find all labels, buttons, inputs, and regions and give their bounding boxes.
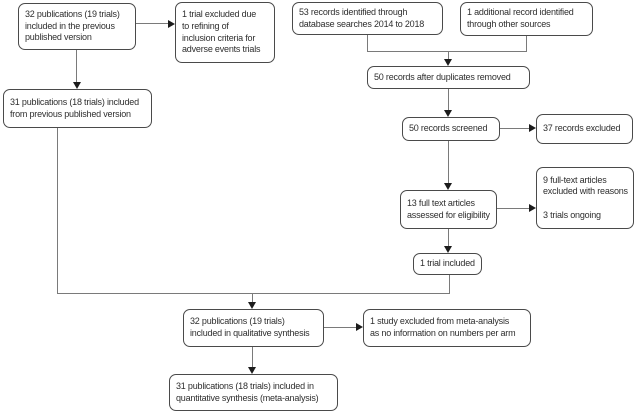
connector-prevpubs-previncluded	[76, 50, 77, 84]
connector-duplicates-screened	[448, 89, 449, 111]
arrowhead-down-icon	[248, 302, 256, 309]
node-records-screened-label: 50 records screened	[409, 123, 488, 134]
arrowhead-down-icon	[248, 367, 256, 374]
connector-qualitative-studyexcluded	[324, 327, 357, 328]
node-additional-record: 1 additional record identified through o…	[460, 2, 593, 36]
arrowhead-down-icon	[444, 59, 452, 66]
arrowhead-down-icon	[444, 110, 452, 117]
arrowhead-down-icon	[73, 82, 81, 89]
node-records-excluded: 37 records excluded	[536, 114, 633, 144]
connector-trialincluded-drop	[449, 275, 450, 294]
arrowhead-right-icon	[529, 124, 536, 132]
arrowhead-down-icon	[444, 183, 452, 190]
node-records-identified: 53 records identified through database s…	[292, 2, 443, 35]
arrowhead-right-icon	[356, 323, 363, 331]
connector-merge-horizontal	[367, 51, 527, 52]
node-records-excluded-label: 37 records excluded	[543, 123, 621, 134]
connector-fulltext-trialincluded	[448, 229, 449, 247]
connector-fulltext-excluded	[497, 208, 531, 209]
node-qualitative-synthesis: 32 publications (19 trials) included in …	[183, 309, 324, 347]
node-duplicates-removed: 50 records after duplicates removed	[367, 66, 530, 89]
node-records-identified-label: 53 records identified through database s…	[299, 6, 425, 29]
connector-additional-drop	[526, 36, 527, 52]
connector-qualitative-quantitative	[252, 347, 253, 368]
node-fulltext-assessed: 13 full text articles assessed for eligi…	[400, 190, 497, 229]
connector-bottom-merge-horizontal	[57, 293, 450, 294]
node-qualitative-synthesis-label: 32 publications (19 trials) included in …	[190, 316, 310, 338]
node-duplicates-removed-label: 50 records after duplicates removed	[374, 71, 511, 82]
node-previous-publications-label: 32 publications (19 trials) included in …	[25, 8, 120, 43]
node-records-screened: 50 records screened	[402, 117, 500, 141]
node-study-excluded-meta: 1 study excluded from meta-analysis as n…	[363, 309, 531, 347]
node-trial-included: 1 trial included	[413, 253, 482, 275]
connector-previncluded-drop	[57, 128, 58, 294]
node-quantitative-synthesis-label: 31 publications (18 trials) included in …	[176, 380, 319, 403]
node-previous-included-label: 31 publications (18 trials) included fro…	[10, 96, 139, 119]
node-fulltext-assessed-label: 13 full text articles assessed for eligi…	[407, 197, 490, 220]
arrowhead-down-icon	[444, 246, 452, 253]
node-study-excluded-meta-label: 1 study excluded from meta-analysis as n…	[370, 316, 516, 338]
connector-merge-duplicates	[448, 51, 449, 60]
node-previous-included: 31 publications (18 trials) included fro…	[3, 89, 152, 128]
arrowhead-right-icon	[529, 204, 536, 212]
node-fulltext-excluded: 9 full-text articles excluded with reaso…	[536, 167, 634, 229]
node-additional-record-label: 1 additional record identified through o…	[467, 7, 574, 29]
connector-screened-fulltext	[448, 141, 449, 184]
connector-identified-drop	[367, 35, 368, 52]
arrowhead-right-icon	[168, 20, 175, 28]
node-quantitative-synthesis: 31 publications (18 trials) included in …	[169, 374, 338, 411]
node-trial-excluded-refining-label: 1 trial excluded due to refining of incl…	[182, 9, 261, 55]
node-previous-publications: 32 publications (19 trials) included in …	[18, 3, 136, 50]
connector-screened-excluded	[500, 128, 531, 129]
connector-prevpubs-trialexcluded	[136, 23, 169, 24]
node-trial-included-label: 1 trial included	[420, 258, 475, 269]
node-fulltext-excluded-label: 9 full-text articles excluded with reaso…	[543, 174, 628, 220]
connector-merge-qualitative	[252, 293, 253, 303]
node-trial-excluded-refining: 1 trial excluded due to refining of incl…	[175, 2, 275, 63]
